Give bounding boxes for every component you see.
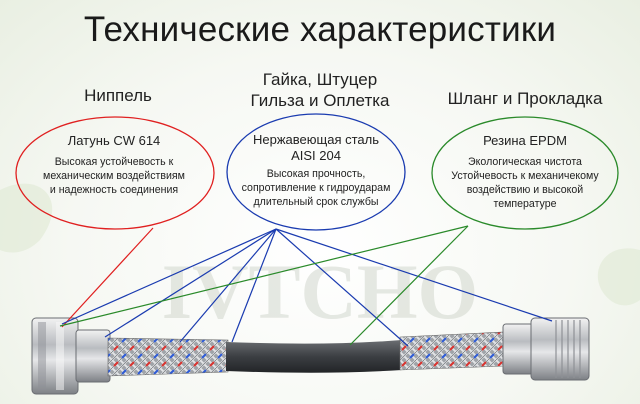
callout-ellipse-rubber <box>431 116 619 230</box>
material-steel: Нержавеющая сталь AISI 204 <box>230 132 402 164</box>
leaf-decoration-right <box>597 248 640 306</box>
property-line: Экологическая чистота <box>468 156 582 168</box>
material-steel-line-2: AISI 204 <box>291 148 341 163</box>
leader-lines <box>59 225 553 347</box>
material-rubber: Резина EPDM <box>483 133 567 148</box>
callout-ellipse-nipple <box>15 116 215 230</box>
property-line: и надежность соединения <box>49 184 179 196</box>
material-brass: Латунь CW 614 <box>67 133 161 148</box>
heading-steel-line-1: Гайка, Штуцер <box>262 70 378 89</box>
callout-steel: Нержавеющая сталь AISI 204 Высокая прочн… <box>230 132 402 209</box>
heading-steel-parts: Гайка, Штуцер Гильза и Оплетка <box>215 69 425 111</box>
property-line: сопротивление к гидроударам <box>241 182 391 194</box>
page-title: Технические характеристики <box>83 10 557 49</box>
leaf-decoration-left <box>0 183 53 253</box>
properties-steel: Высокая прочность, сопротивление к гидро… <box>230 167 402 209</box>
callout-rubber: Резина EPDM Экологическая чистота Устойч… <box>437 133 613 211</box>
heading-nipple: Ниппель <box>84 86 152 105</box>
property-line: температуре <box>493 198 557 210</box>
properties-nipple: Высокая устойчевость к механическим возд… <box>22 155 206 197</box>
hose <box>31 317 590 395</box>
callout-ellipse-steel <box>226 113 406 231</box>
property-line: механическим воздействиям <box>43 170 185 182</box>
property-line: воздействию и высокой <box>466 184 584 196</box>
heading-steel-line-2: Гильза и Оплетка <box>250 91 390 110</box>
properties-rubber: Экологическая чистота Устойчевость к мех… <box>437 155 613 211</box>
property-line: Высокая устойчевость к <box>54 156 174 168</box>
heading-hose-gasket: Шланг и Прокладка <box>447 89 603 108</box>
property-line: длительный срок службы <box>253 196 379 208</box>
watermark-logo: IVTCHO <box>162 248 478 335</box>
property-line: Высокая прочность, <box>266 168 366 180</box>
property-line: Устойчевость к механичекому <box>451 170 599 182</box>
callout-nipple: Латунь CW 614 Высокая устойчевость к мех… <box>22 133 206 197</box>
material-steel-line-1: Нержавеющая сталь <box>253 132 379 147</box>
